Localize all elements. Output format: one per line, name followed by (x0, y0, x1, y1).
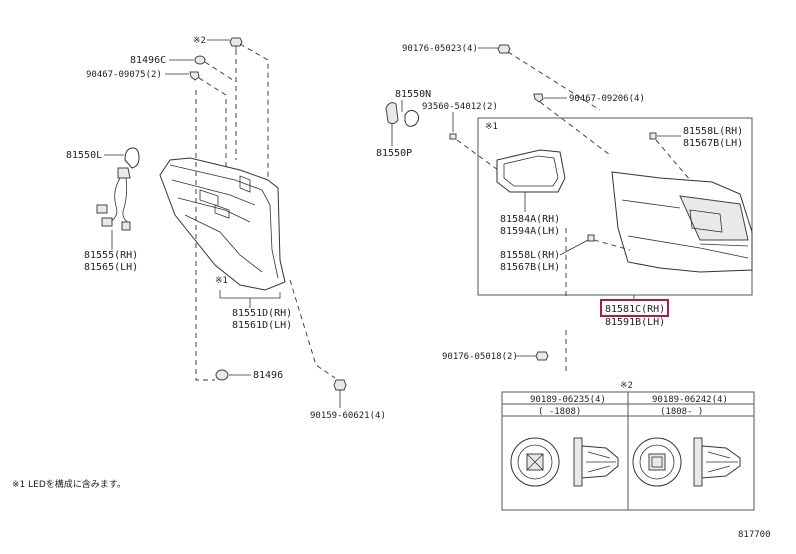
label-81551d: 81551D(RH) (232, 308, 292, 319)
lamp-body-81551d (159, 157, 286, 291)
label-81561d: 81561D(LH) (232, 320, 292, 331)
label-81565: 81565(LH) (84, 262, 138, 273)
label-81550p: 81550P (376, 148, 412, 159)
label-81555: 81555(RH) (84, 250, 138, 261)
screw-81558l-mid (587, 234, 595, 242)
label-81594a: 81594A(LH) (500, 226, 560, 237)
highlight-81581c (600, 299, 669, 317)
bulb-81550l (117, 147, 140, 179)
socket-81550p (385, 102, 399, 125)
label-81558l-mid: 81558L(RH) (500, 250, 560, 261)
nut-90176-05018 (535, 351, 549, 361)
gasket-81584a (496, 149, 566, 193)
note1-left: ※1 (215, 276, 228, 286)
footnote: ※1 LEDを構成に含みます。 (12, 478, 126, 490)
label-81567b-mid: 81567B(LH) (500, 262, 560, 273)
grommet-81496 (215, 369, 229, 381)
label-90467-09206: 90467-09206(4) (569, 94, 645, 104)
wire-socket-81555 (96, 177, 131, 231)
clip-b-part: 90189-06242(4) (652, 395, 728, 405)
clip-90467-09075 (189, 71, 200, 81)
screw-81558l-top (649, 132, 657, 140)
clip-b-drawing (632, 437, 741, 487)
label-81558l-top: 81558L(RH) (683, 126, 743, 137)
clip-b-range: (1808- ) (660, 407, 703, 417)
clip-note-top: ※2 (193, 36, 206, 46)
label-81550n: 81550N (395, 89, 431, 100)
screw-93560 (449, 133, 457, 140)
label-81567b-top: 81567B(LH) (683, 138, 743, 149)
label-93560: 93560-54012(2) (422, 102, 498, 112)
label-90176-05018: 90176-05018(2) (442, 352, 518, 362)
bulb-81550n (404, 109, 420, 127)
clip-a-drawing (510, 437, 619, 487)
diagram-code: 817700 (738, 530, 771, 540)
clip-a-part: 90189-06235(4) (530, 395, 606, 405)
nut-90176-05023 (497, 44, 511, 54)
label-81591b: 81591B(LH) (605, 317, 665, 328)
clip-a-range: ( -1808) (538, 407, 581, 417)
lamp-81581c (611, 171, 753, 273)
clip-top-left (229, 37, 243, 50)
label-90467-09075: 90467-09075(2) (86, 70, 162, 80)
grommet-81496c (194, 55, 206, 65)
clip-note-bottom: ※2 (620, 381, 633, 391)
nut-90159 (333, 379, 347, 391)
label-81581c: 81581C(RH) (605, 304, 665, 315)
clip-90467-09206 (533, 93, 544, 103)
label-81496: 81496 (253, 370, 283, 381)
label-81496c: 81496C (130, 55, 166, 66)
note1-box: ※1 (485, 122, 498, 132)
label-90159: 90159-60621(4) (310, 411, 386, 421)
label-90176-05023: 90176-05023(4) (402, 44, 478, 54)
label-81584a: 81584A(RH) (500, 214, 560, 225)
assembly-box (477, 117, 753, 296)
label-81550l: 81550L (66, 150, 102, 161)
